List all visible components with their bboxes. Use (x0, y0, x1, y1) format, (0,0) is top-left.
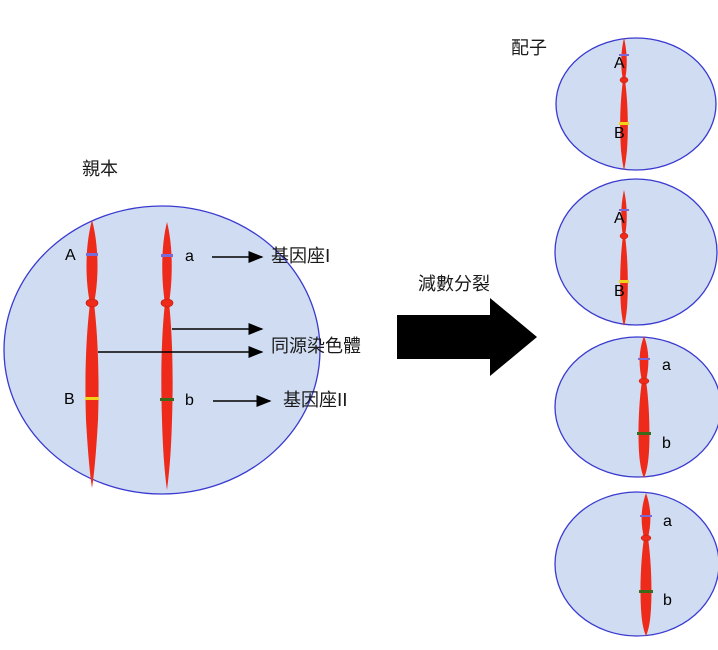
gamete-cell (554, 491, 718, 637)
locus-2-band (160, 398, 174, 401)
locus-2-band (85, 397, 99, 400)
locus-1-band (161, 254, 173, 257)
allele-label: A (614, 210, 625, 227)
allele-label: a (185, 248, 194, 265)
allele-label: b (663, 592, 672, 609)
allele-label: a (663, 513, 672, 530)
parent-chromosome-1 (85, 220, 99, 488)
allele-label: B (614, 283, 625, 300)
allele-label: A (614, 55, 625, 72)
allele-label: b (662, 435, 671, 452)
gamete-cell (554, 336, 718, 478)
gamete-cell (554, 178, 718, 326)
locus-1-band (86, 253, 98, 256)
homologous-chromosome-label: 同源染色體 (271, 336, 361, 357)
parent-label: 親本 (82, 159, 118, 180)
allele-label: B (64, 391, 75, 408)
meiosis-arrow (397, 298, 537, 376)
locus-1-label: 基因座I (271, 246, 331, 267)
gamete-cell (555, 37, 717, 171)
allele-label: b (185, 392, 194, 409)
locus-2-label: 基因座II (283, 390, 348, 411)
parent-chromosome-2 (160, 222, 174, 490)
meiosis-label: 減數分裂 (418, 274, 490, 295)
gamete-label: 配子 (511, 38, 547, 59)
allele-label: A (65, 247, 76, 264)
allele-label: B (614, 125, 625, 142)
allele-label: a (662, 357, 671, 374)
